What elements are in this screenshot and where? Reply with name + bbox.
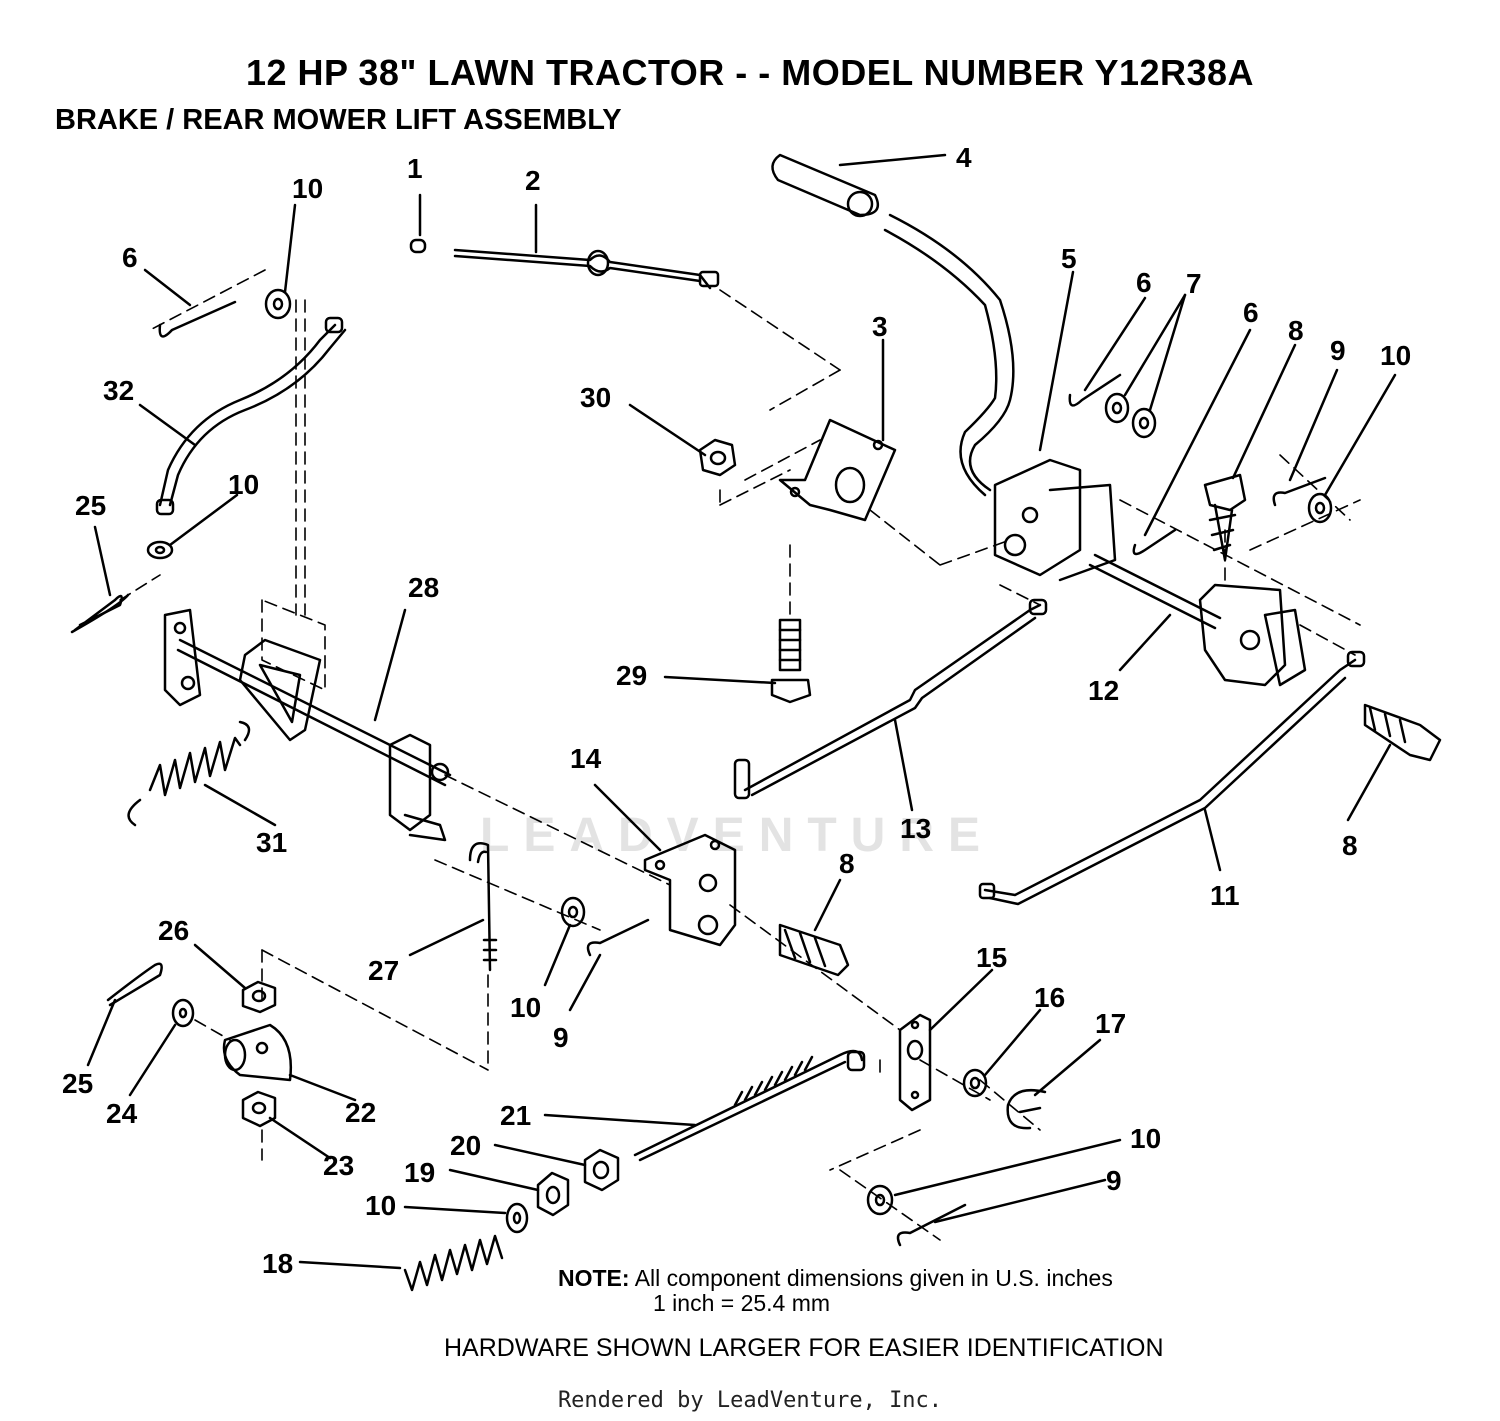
watermark-text: LEADVENTURE <box>480 809 995 862</box>
callout-number: 25 <box>62 1068 93 1099</box>
callout-number: 8 <box>1288 315 1304 346</box>
callout-number: 3 <box>872 311 888 342</box>
callout-number: 7 <box>1186 268 1202 299</box>
callout-number: 15 <box>976 942 1007 973</box>
callout-number: 9 <box>1330 335 1346 366</box>
callout-number: 13 <box>900 813 931 844</box>
callout-number: 23 <box>323 1150 354 1181</box>
callout-number: 10 <box>1130 1123 1161 1154</box>
callout-number: 10 <box>510 992 541 1023</box>
callout-number: 18 <box>262 1248 293 1279</box>
callout-number: 17 <box>1095 1008 1126 1039</box>
callout-number: 31 <box>256 827 287 858</box>
footer-credit: Rendered by LeadVenture, Inc. <box>557 1388 943 1413</box>
note-label: NOTE: <box>558 1265 630 1291</box>
callout-number: 32 <box>103 375 134 406</box>
callout-number: 2 <box>525 165 541 196</box>
hardware-note: HARDWARE SHOWN LARGER FOR EASIER IDENTIF… <box>444 1334 1164 1362</box>
assembly-subtitle: BRAKE / REAR MOWER LIFT ASSEMBLY <box>55 104 622 136</box>
callout-numbers: 1 2 3 4 5 6 6 6 6 7 8 8 8 9 9 9 9 10 10 … <box>62 142 1411 1279</box>
callout-number: 10 <box>365 1190 396 1221</box>
callout-number: 6 <box>1243 297 1259 328</box>
callout-number: 8 <box>1342 830 1358 861</box>
callout-number: 24 <box>106 1098 138 1129</box>
callout-number: 11 <box>1210 880 1240 911</box>
note-line-2: 1 inch = 25.4 mm <box>653 1290 831 1316</box>
callout-number: 6 <box>122 242 138 273</box>
diagram-title: 12 HP 38" LAWN TRACTOR - - MODEL NUMBER … <box>245 52 1255 93</box>
callout-number: 4 <box>956 142 972 173</box>
callout-number: 6 <box>1136 267 1152 298</box>
callout-number: 10 <box>1380 340 1411 371</box>
callout-number: 29 <box>616 660 647 691</box>
callout-number: 19 <box>404 1157 435 1188</box>
callout-number: 21 <box>500 1100 531 1131</box>
note-line-1: All component dimensions given in U.S. i… <box>634 1265 1113 1291</box>
callout-number: 14 <box>570 743 602 774</box>
callout-number: 10 <box>228 469 259 500</box>
callout-number: 10 <box>292 173 323 204</box>
callout-number: 16 <box>1034 982 1065 1013</box>
dimensions-note: NOTE: All component dimensions given in … <box>558 1266 1113 1316</box>
callout-number: 8 <box>839 848 855 879</box>
callout-number: 9 <box>553 1022 569 1053</box>
callout-number: 25 <box>75 490 106 521</box>
callout-number: 27 <box>368 955 399 986</box>
callout-number: 5 <box>1061 243 1077 274</box>
callout-number: 28 <box>408 572 439 603</box>
callout-number: 9 <box>1106 1165 1122 1196</box>
callout-number: 22 <box>345 1097 376 1128</box>
callout-number: 1 <box>407 153 423 184</box>
callout-number: 26 <box>158 915 189 946</box>
callout-number: 20 <box>450 1130 481 1161</box>
callout-number: 12 <box>1088 675 1119 706</box>
callout-number: 30 <box>580 382 611 413</box>
